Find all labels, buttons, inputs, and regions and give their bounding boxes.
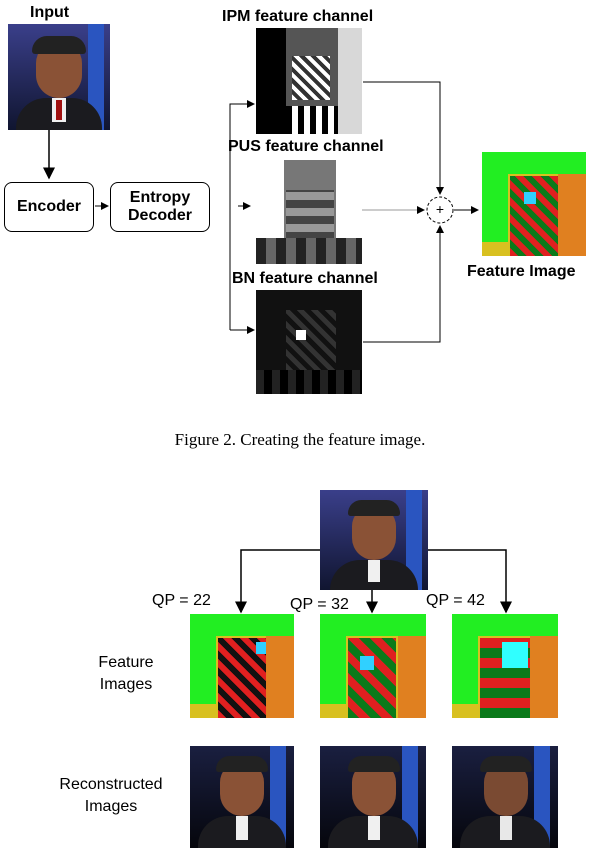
qp-label-32: QP = 32 xyxy=(290,596,349,613)
encoder-box: Encoder xyxy=(4,182,94,232)
arrow-qp22 xyxy=(235,549,320,614)
input-photo xyxy=(8,24,110,130)
bn-channel-image xyxy=(256,290,362,394)
arrow-bn-plus xyxy=(363,225,444,343)
feature-image-label: Feature Image xyxy=(467,263,576,280)
arrow-qp42 xyxy=(428,549,512,614)
pus-channel-image xyxy=(256,160,362,264)
entropy-decoder-label: Entropy Decoder xyxy=(127,189,193,224)
source-photo xyxy=(320,490,428,590)
feature-image-qp32 xyxy=(320,614,426,718)
reconstructed-image-qp22 xyxy=(190,746,294,848)
reconstructed-images-label: Reconstructed Images xyxy=(59,776,163,815)
pus-label: PUS feature channel xyxy=(228,138,384,155)
feature-image-qp42 xyxy=(452,614,558,718)
input-label: Input xyxy=(30,4,70,21)
figure-caption: Figure 2. Creating the feature image. xyxy=(174,430,426,449)
feature-image-qp22 xyxy=(190,614,294,718)
arrow-to-ipm xyxy=(229,100,255,330)
feature-images-label: Feature Images xyxy=(98,654,154,693)
ipm-label: IPM feature channel xyxy=(222,8,374,25)
feature-image xyxy=(482,152,586,256)
entropy-decoder-box: Entropy Decoder xyxy=(110,182,210,232)
qp-label-22: QP = 22 xyxy=(152,592,211,609)
encoder-label: Encoder xyxy=(16,198,81,215)
sum-circle xyxy=(426,196,454,224)
plus-symbol: + xyxy=(435,201,445,217)
ipm-channel-image xyxy=(256,28,362,134)
reconstructed-image-qp32 xyxy=(320,746,426,848)
arrow-ipm-plus xyxy=(363,81,444,195)
reconstructed-image-qp42 xyxy=(452,746,558,848)
qp-label-42: QP = 42 xyxy=(426,592,485,609)
bn-label: BN feature channel xyxy=(232,270,378,287)
